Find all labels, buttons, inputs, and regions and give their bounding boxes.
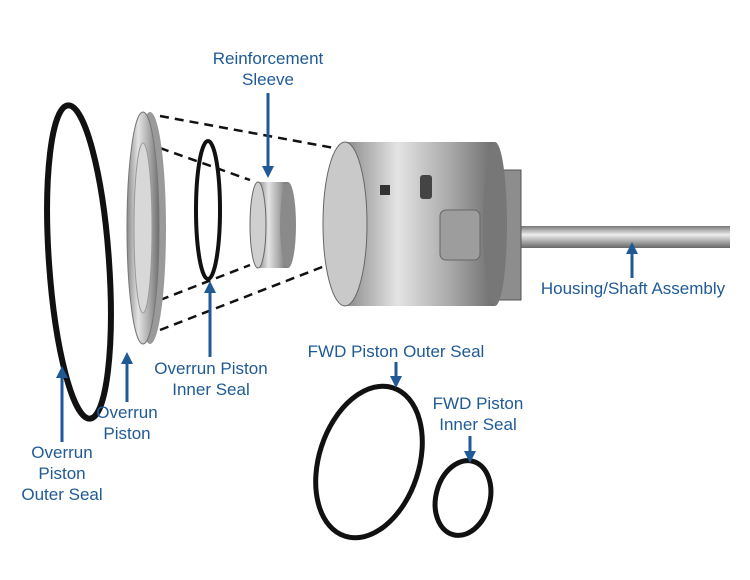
- label-line: Reinforcement: [212, 49, 324, 68]
- label-line: Piston: [103, 424, 151, 443]
- label-line: Overrun: [31, 443, 93, 462]
- label-fwd-piston-outer-seal: FWD Piston Outer Seal: [308, 341, 485, 362]
- label-line: Overrun Piston: [154, 359, 268, 378]
- label-line: Sleeve: [242, 70, 294, 89]
- label-line: Piston: [38, 464, 86, 483]
- overrun-piston: [126, 111, 166, 345]
- label-line: Outer Seal: [21, 485, 103, 504]
- label-line: Inner Seal: [172, 380, 250, 399]
- housing-shaft-assembly: [322, 141, 730, 307]
- label-line: Inner Seal: [439, 415, 517, 434]
- label-overrun-piston-outer-seal: Overrun Piston Outer Seal: [21, 442, 102, 505]
- dashed-guide-lines: [159, 114, 346, 332]
- callout-arrows: [56, 93, 638, 463]
- label-overrun-piston-inner-seal: Overrun Piston Inner Seal: [154, 358, 267, 400]
- overrun-piston-outer-seal: [44, 102, 114, 422]
- reinforcement-sleeve: [249, 181, 296, 269]
- overrun-piston-inner-seal: [194, 139, 222, 281]
- label-housing-shaft-assembly: Housing/Shaft Assembly: [541, 278, 725, 299]
- fwd-piston-inner-seal: [432, 458, 494, 538]
- label-line: FWD Piston Outer Seal: [307, 342, 485, 361]
- label-line: Housing/Shaft Assembly: [540, 279, 726, 298]
- label-line: FWD Piston: [432, 394, 524, 413]
- label-fwd-piston-inner-seal: FWD Piston Inner Seal: [433, 393, 524, 435]
- fwd-piston-outer-seal: [313, 383, 425, 541]
- label-reinforcement-sleeve: Reinforcement Sleeve: [213, 48, 324, 90]
- label-overrun-piston: Overrun Piston: [96, 402, 157, 444]
- label-line: Overrun: [96, 403, 158, 422]
